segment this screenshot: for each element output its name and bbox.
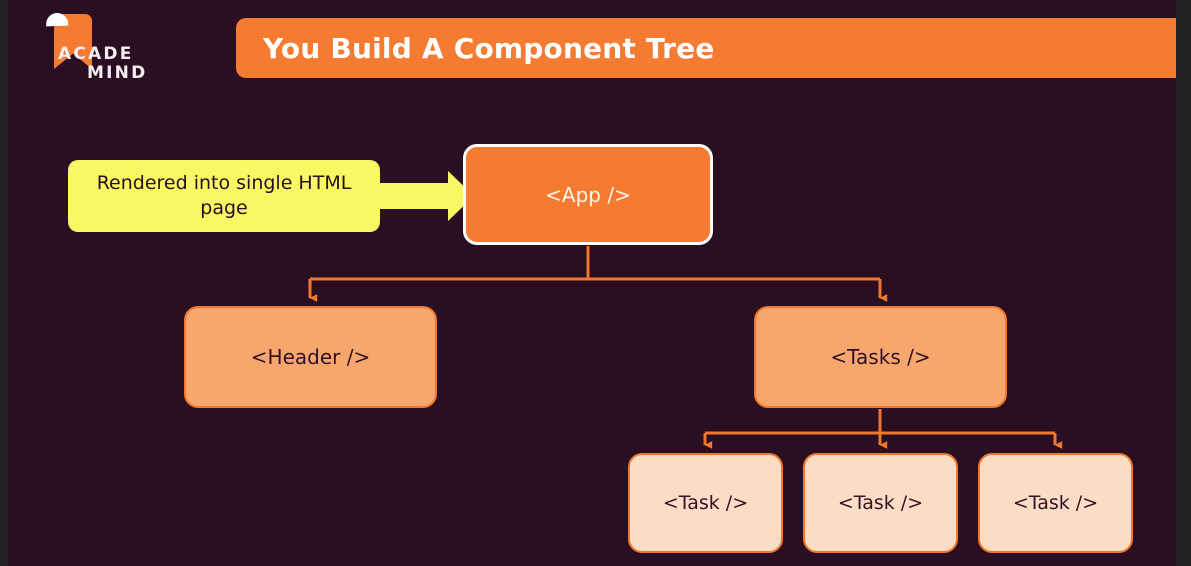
tree-node-app[interactable]: <App /> <box>463 144 713 245</box>
tree-node-app-label: <App /> <box>545 182 631 207</box>
slide-canvas: ACADE MIND You Build A Component Tree <box>8 0 1176 566</box>
logo-text-line2: MIND <box>87 63 148 83</box>
tree-node-task[interactable]: <Task /> <box>978 453 1133 553</box>
tree-node-task[interactable]: <Task /> <box>803 453 958 553</box>
logo-text-line1: ACADE <box>58 44 134 64</box>
academind-logo: ACADE MIND <box>36 8 176 82</box>
callout-rendered-into-html: Rendered into single HTML page <box>68 160 380 232</box>
tree-node-task[interactable]: <Task /> <box>628 453 783 553</box>
callout-text: Rendered into single HTML page <box>96 172 352 219</box>
tree-node-task-label: <Task /> <box>662 492 749 514</box>
slide-title-bar: You Build A Component Tree <box>236 18 1176 78</box>
right-arrow-icon <box>380 171 474 221</box>
tree-node-tasks-label: <Tasks /> <box>830 345 931 369</box>
tree-node-header-label: <Header /> <box>250 345 371 369</box>
page-title: You Build A Component Tree <box>263 31 715 65</box>
tree-node-header[interactable]: <Header /> <box>184 306 437 408</box>
tree-node-tasks[interactable]: <Tasks /> <box>754 306 1007 408</box>
tree-node-task-label: <Task /> <box>837 492 924 514</box>
tree-node-task-label: <Task /> <box>1012 492 1099 514</box>
